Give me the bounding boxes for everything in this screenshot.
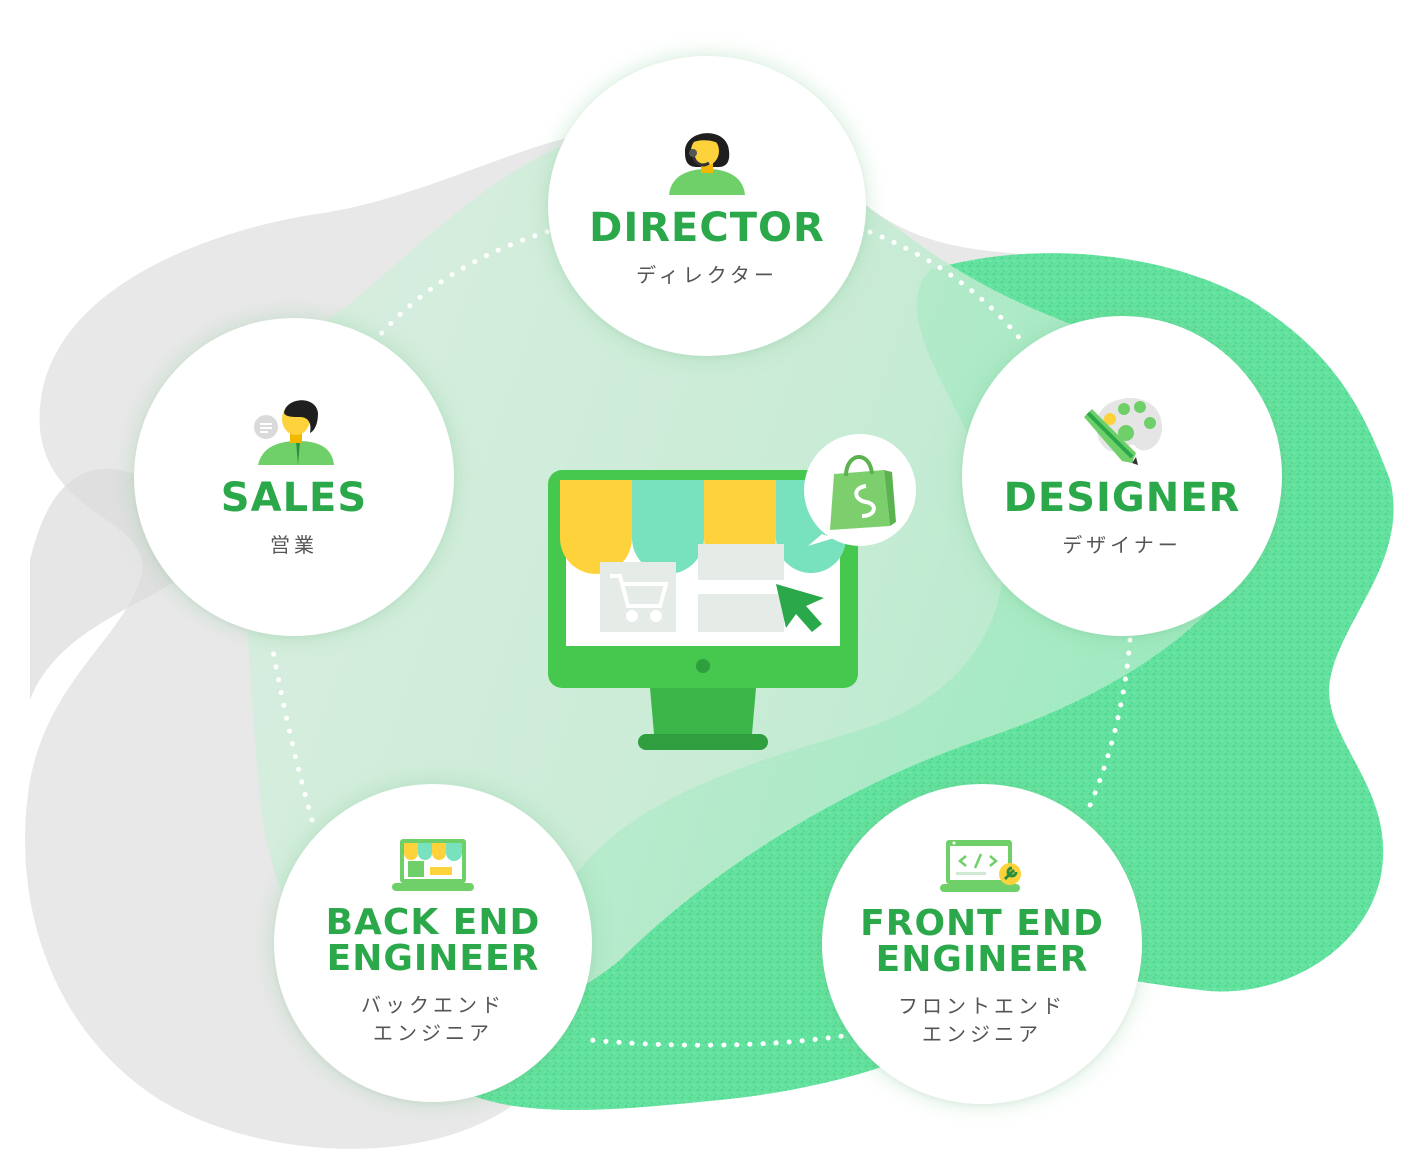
role-title: BACK END ENGINEER bbox=[325, 902, 541, 979]
role-subtitle: デザイナー bbox=[1062, 533, 1182, 557]
power-led bbox=[696, 659, 710, 673]
role-designer: DESIGNER デザイナー bbox=[962, 316, 1282, 636]
role-subtitle: バックエンド エンジニア bbox=[361, 993, 505, 1045]
monitor-base bbox=[638, 734, 768, 750]
headset-person-icon bbox=[669, 133, 745, 195]
role-title: DIRECTOR bbox=[589, 205, 825, 251]
role-director: DIRECTOR ディレクター bbox=[548, 56, 866, 356]
cursor-icon bbox=[776, 584, 824, 632]
role-title: DESIGNER bbox=[1003, 475, 1241, 521]
monitor-stand bbox=[650, 688, 756, 734]
product-panel-top bbox=[698, 544, 784, 580]
laptop-shop-icon bbox=[392, 839, 474, 891]
role-subtitle: 営業 bbox=[270, 533, 318, 557]
cart-icon bbox=[610, 574, 669, 622]
role-sales: SALES 営業 bbox=[134, 318, 454, 636]
role-backend-engineer: BACK END ENGINEER バックエンド エンジニア bbox=[274, 784, 592, 1102]
role-subtitle: フロントエンド エンジニア bbox=[898, 994, 1066, 1046]
palette-pencil-icon bbox=[1084, 397, 1162, 465]
laptop-code-icon bbox=[940, 840, 1021, 892]
role-title: SALES bbox=[220, 475, 368, 521]
shopping-bag-icon bbox=[830, 455, 896, 530]
role-frontend-engineer: FRONT END ENGINEER フロントエンド エンジニア bbox=[822, 784, 1142, 1104]
dotted-connector-ring bbox=[269, 225, 1133, 1048]
role-subtitle: ディレクター bbox=[636, 263, 778, 287]
product-panel-bottom bbox=[698, 594, 784, 632]
shopping-bag-badge bbox=[804, 434, 916, 546]
role-title: FRONT END ENGINEER bbox=[860, 903, 1104, 980]
cart-panel bbox=[600, 562, 676, 632]
speaking-person-icon bbox=[254, 400, 334, 465]
online-store-monitor-icon bbox=[548, 434, 916, 750]
